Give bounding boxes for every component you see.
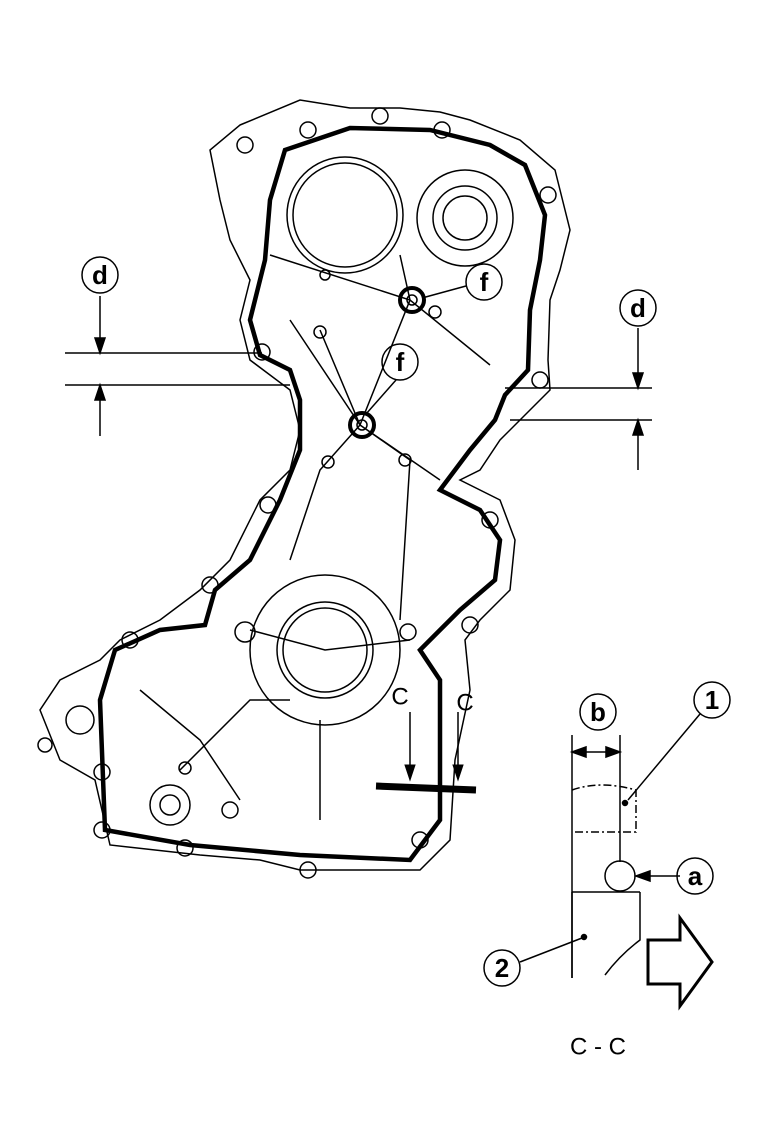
callout-d-left: d: [92, 260, 108, 290]
section-line-c: [375, 712, 477, 794]
callout-f-upper: f: [480, 267, 489, 297]
callout-f-leaders: [365, 263, 503, 415]
case-body: [37, 99, 571, 879]
dimension-d-right: [505, 289, 657, 470]
section-title: C - C: [570, 1034, 626, 1061]
section-mark-c-left: C: [391, 684, 408, 711]
callout-a: a: [688, 861, 703, 891]
dimension-d-left: [65, 256, 290, 436]
callout-d-right: d: [630, 293, 646, 323]
callout-item-2: 2: [495, 953, 509, 983]
direction-arrow-icon: [646, 913, 714, 1011]
section-mark-c-right: C: [456, 690, 473, 717]
callout-f-lower: f: [396, 347, 405, 377]
callout-item-1: 1: [705, 685, 719, 715]
section-detail: [483, 681, 731, 1011]
callout-b: b: [590, 697, 606, 727]
